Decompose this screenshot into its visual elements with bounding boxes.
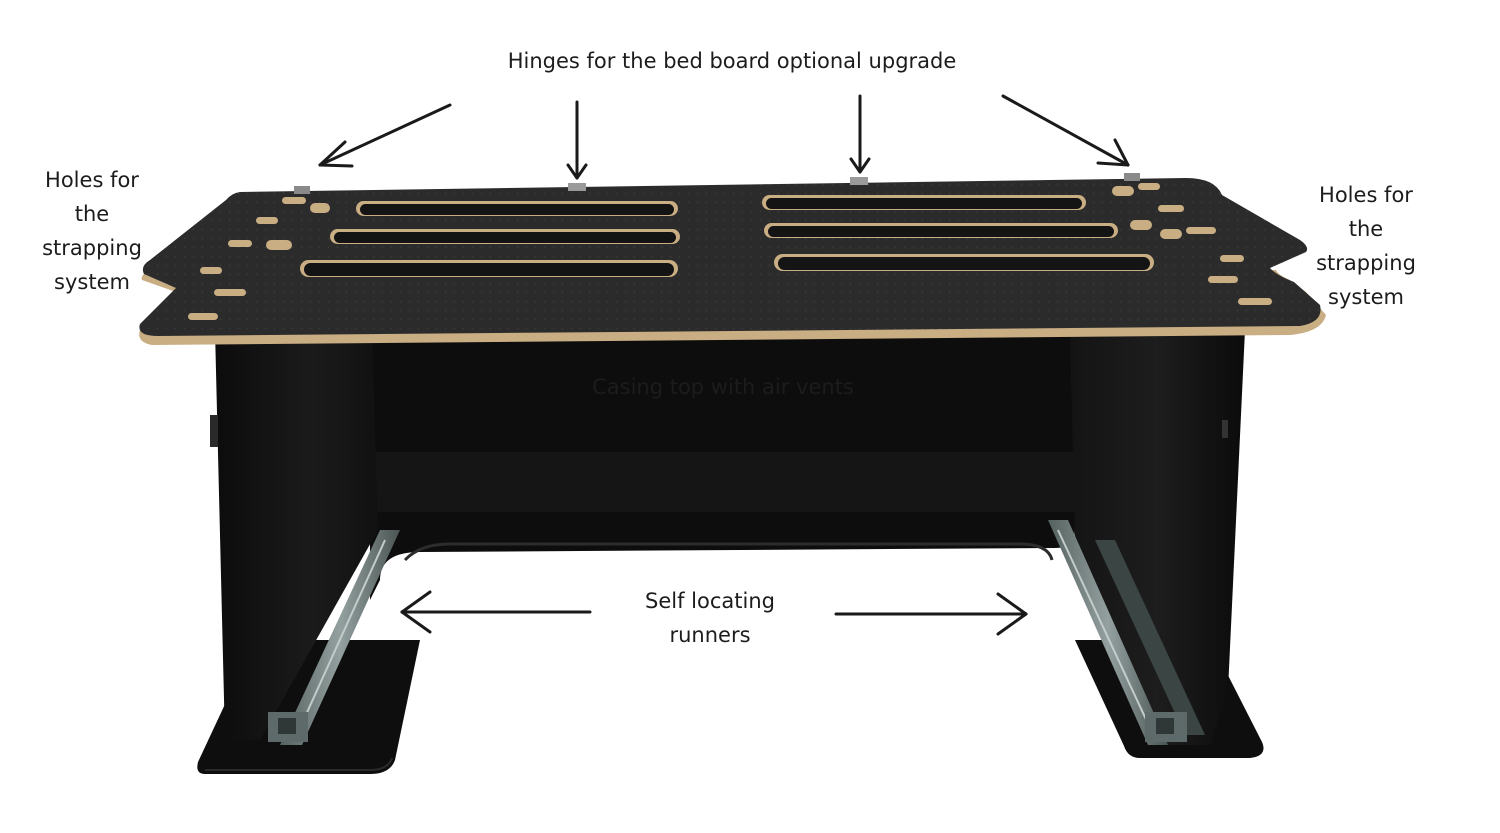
annotation-line: strapping (1316, 251, 1416, 275)
annotation-line: Self locating (645, 589, 775, 613)
hinges-annotation: Hinges for the bed board optional upgrad… (482, 44, 982, 78)
cabinet-top-rail (375, 452, 1075, 512)
hinges (294, 173, 1140, 194)
hinges-annotation-text: Hinges for the bed board optional upgrad… (507, 49, 957, 73)
strapping-holes-annotation-right: Holes for the strapping system (1296, 178, 1436, 314)
annotation-line: system (54, 270, 130, 294)
cabinet-leg-left (210, 330, 378, 740)
strapping-holes-left (188, 197, 330, 320)
runner-arrow-right (834, 592, 1028, 636)
hinge-arrow-center-left (566, 100, 588, 180)
hinge (1124, 173, 1140, 181)
hinge-arrow-right (1001, 94, 1130, 167)
annotation-arrows (318, 94, 1130, 636)
annotation-line: the (1348, 217, 1384, 241)
hinge (294, 186, 310, 194)
runner-arrow-left (400, 590, 592, 634)
annotation-line: strapping (42, 236, 142, 260)
hinge (568, 183, 586, 191)
hinge (850, 177, 868, 185)
annotation-line: Holes for (1319, 183, 1413, 207)
bed-board-surface (139, 178, 1321, 336)
casing-annotation-text: Casing top with air vents (592, 375, 854, 399)
drawer-runner-right (1048, 520, 1205, 745)
cabinet-leg-right (1070, 330, 1245, 745)
runners-annotation: Self locating runners (610, 584, 810, 652)
casing-annotation: Casing top with air vents (573, 370, 873, 404)
hinge-arrow-center-right (849, 94, 871, 174)
cabinet-bottom-curve (403, 542, 1054, 562)
strapping-holes-right (1112, 183, 1272, 305)
annotation-line: runners (669, 623, 751, 647)
strapping-holes-annotation-left: Holes for the strapping system (22, 163, 162, 299)
annotation-line: the (74, 202, 110, 226)
drawer-runner-left (268, 530, 400, 745)
hinge-arrow-left (318, 103, 452, 168)
annotation-line: system (1328, 285, 1404, 309)
air-vent-slots (300, 195, 1154, 277)
annotation-line: Holes for (45, 168, 139, 192)
